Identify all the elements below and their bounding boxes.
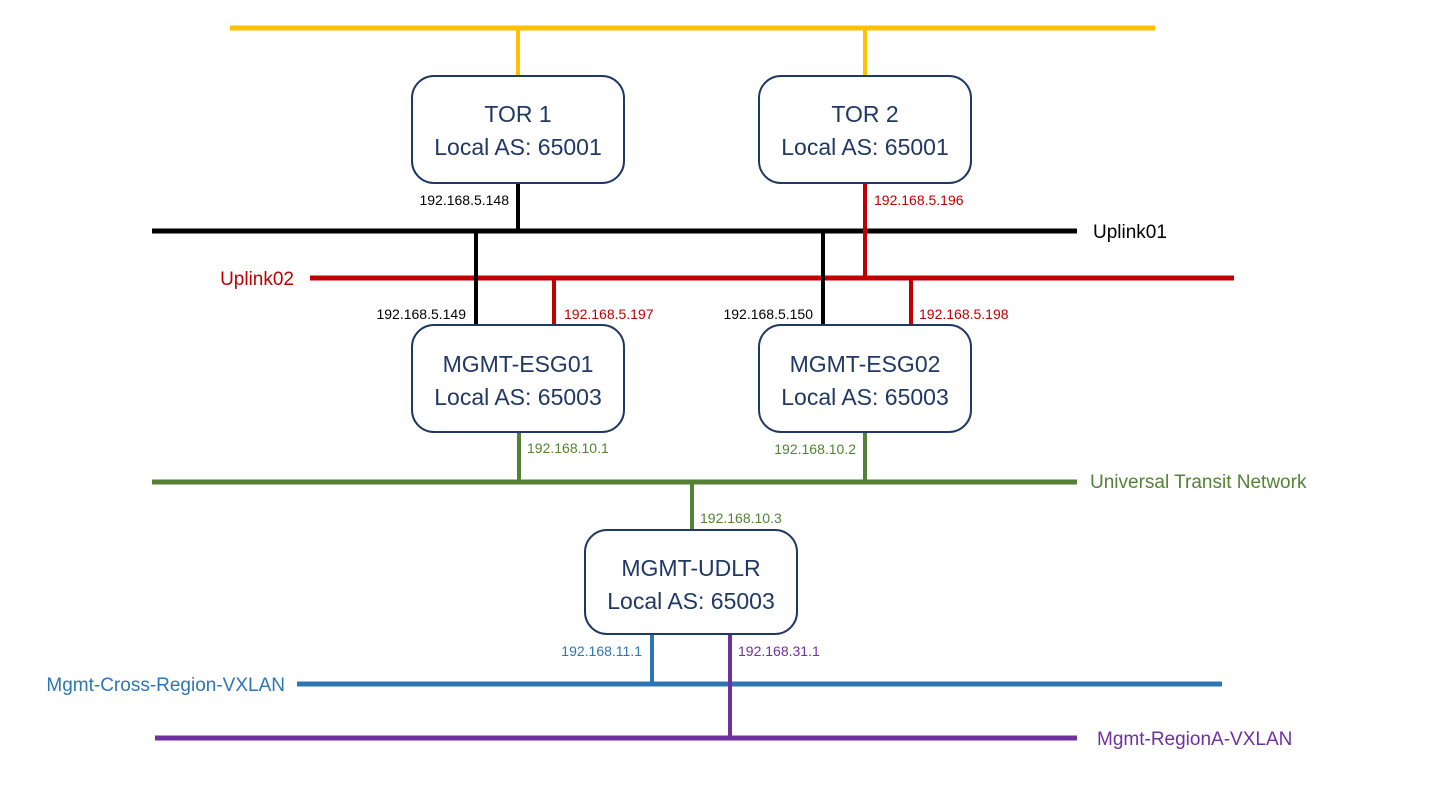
label-transit: Universal Transit Network bbox=[1090, 472, 1307, 493]
node-tor1-name: TOR 1 bbox=[484, 101, 551, 127]
ip-udlr-region-a: 192.168.31.1 bbox=[738, 643, 820, 659]
node-tor1[interactable]: TOR 1 Local AS: 65001 bbox=[411, 75, 625, 184]
ip-esg02-transit: 192.168.10.2 bbox=[774, 441, 856, 457]
node-tor1-as: Local AS: 65001 bbox=[434, 134, 602, 160]
ip-esg01-uplink02: 192.168.5.197 bbox=[564, 306, 654, 322]
node-esg01-name: MGMT-ESG01 bbox=[443, 351, 594, 377]
node-tor2-name: TOR 2 bbox=[831, 101, 898, 127]
ip-udlr-cross-region: 192.168.11.1 bbox=[561, 643, 642, 659]
ip-tor2-uplink02: 192.168.5.196 bbox=[874, 192, 964, 208]
ip-esg02-uplink01: 192.168.5.150 bbox=[723, 306, 813, 322]
node-esg02[interactable]: MGMT-ESG02 Local AS: 65003 bbox=[758, 324, 972, 433]
label-uplink02: Uplink02 bbox=[220, 269, 294, 290]
ip-tor1-uplink01: 192.168.5.148 bbox=[419, 192, 509, 208]
node-tor2[interactable]: TOR 2 Local AS: 65001 bbox=[758, 75, 972, 184]
node-udlr-name: MGMT-UDLR bbox=[621, 555, 760, 581]
node-esg02-name: MGMT-ESG02 bbox=[790, 351, 941, 377]
node-esg01[interactable]: MGMT-ESG01 Local AS: 65003 bbox=[411, 324, 625, 433]
ip-esg01-transit: 192.168.10.1 bbox=[527, 440, 609, 456]
label-region-a: Mgmt-RegionA-VXLAN bbox=[1097, 729, 1292, 750]
ip-udlr-transit: 192.168.10.3 bbox=[700, 510, 782, 526]
ip-esg02-uplink02: 192.168.5.198 bbox=[919, 306, 1009, 322]
node-esg02-as: Local AS: 65003 bbox=[781, 384, 949, 410]
label-uplink01: Uplink01 bbox=[1093, 222, 1167, 243]
label-cross-region: Mgmt-Cross-Region-VXLAN bbox=[46, 675, 285, 696]
node-udlr-as: Local AS: 65003 bbox=[607, 588, 775, 614]
ip-esg01-uplink01: 192.168.5.149 bbox=[376, 306, 466, 322]
node-tor2-as: Local AS: 65001 bbox=[781, 134, 949, 160]
node-udlr[interactable]: MGMT-UDLR Local AS: 65003 bbox=[584, 529, 798, 635]
node-esg01-as: Local AS: 65003 bbox=[434, 384, 602, 410]
